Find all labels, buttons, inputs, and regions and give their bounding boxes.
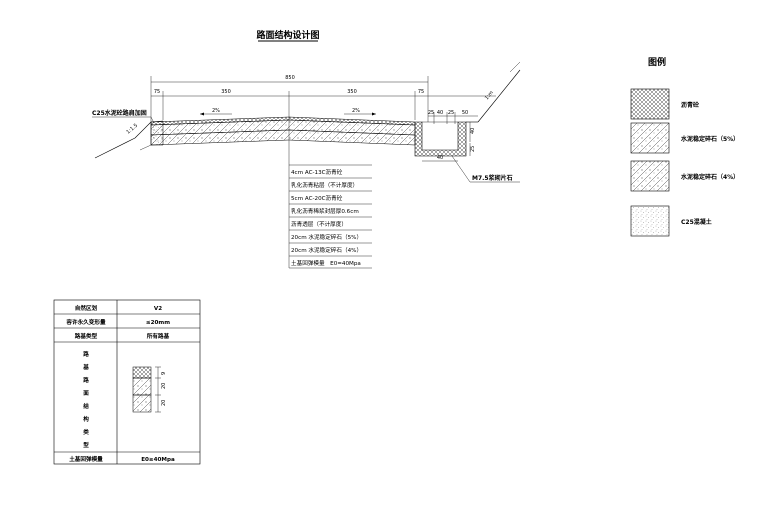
structure-dim: 9: [161, 372, 167, 375]
layer-label: 沥青透层（不计厚度）: [291, 220, 347, 228]
ditch-callout: M7.5浆砌片石: [472, 174, 513, 182]
right-side-slope: 1:m: [484, 90, 495, 101]
table-row-value: V2: [154, 306, 162, 312]
table-row-label: 路基类型: [75, 332, 98, 340]
left-slope: C25水泥砼路肩加固 1:1.5: [92, 109, 155, 159]
dim-left-lane: 350: [221, 89, 231, 95]
legend-label: 水泥稳定碎石（5%）: [681, 135, 739, 143]
legend-swatch-c25-concrete: [630, 205, 670, 237]
dim-ditch-bottom: 40: [437, 155, 443, 161]
dim-right-edge: 75: [418, 89, 424, 95]
structure-type-label: 路基路面结构类型: [82, 350, 89, 449]
structure-layer-cement-5: [132, 377, 152, 396]
layer-label: 20cm 水泥稳定碎石（4%）: [291, 246, 362, 254]
layer-label: 20cm 水泥稳定碎石（5%）: [291, 233, 362, 241]
table-footer-label: 土基回弹模量: [69, 455, 103, 463]
legend-title: 图例: [648, 56, 666, 68]
layer-label: 5cm AC-20C沥青砼: [291, 194, 343, 202]
legend-swatch-cement-4: [630, 160, 670, 192]
left-crossfall: 2%: [212, 108, 220, 114]
legend-swatch-cement-5: [630, 122, 670, 154]
legend: 图例 沥青砼 水泥稳定碎石（5%） 水泥稳定碎石（4%） C25混凝土: [630, 56, 739, 237]
legend-swatch-asphalt: [630, 88, 670, 120]
dim-total: 850: [285, 75, 295, 81]
table-row-value: 所有路基: [147, 332, 170, 340]
structure-layer-cement-4: [132, 394, 152, 413]
table-footer-value: E0≥40Mpa: [141, 457, 175, 463]
table-row-value: ≤20mm: [146, 320, 170, 326]
legend-label: C25混凝土: [681, 218, 712, 226]
dim-ditch-d: 50: [462, 110, 468, 116]
dim-ditch-height: 40: [470, 128, 476, 134]
left-callout: C25水泥砼路肩加固: [92, 109, 147, 117]
layer-label: 土基回弹模量 E0=40Mpa: [291, 259, 361, 267]
dim-ditch-b: 40: [437, 110, 443, 116]
top-dimensions: 850 75 350 350 75 25 40 25 50: [150, 75, 496, 124]
side-ditch: 1:m 40 25 40 M7.5浆砌片石: [414, 61, 521, 183]
crossfall-markers: 2% 2%: [200, 108, 376, 116]
layer-labels: 4cm AC-13C沥青砼 乳化沥青粘层（不计厚度） 5cm AC-20C沥青砼…: [288, 160, 372, 269]
structure-dim: 20: [161, 400, 167, 406]
layer-label: 乳化沥青粘层（不计厚度）: [291, 181, 358, 189]
dim-ditch-c: 25: [448, 110, 454, 116]
drawing-title: 路面结构设计图: [256, 29, 319, 41]
left-side-slope: 1:1.5: [125, 123, 139, 136]
right-crossfall: 2%: [352, 108, 360, 114]
layer-label: 4cm AC-13C沥青砼: [291, 168, 343, 176]
structure-type-text: 路基路面结构类型: [82, 350, 89, 449]
legend-label: 水泥稳定碎石（4%）: [681, 173, 739, 181]
dim-ditch-wall: 25: [470, 146, 476, 152]
design-table: 自然区划 V2 容许永久变形量 ≤20mm 路基类型 所有路基 路基路面结构类型…: [53, 299, 201, 465]
legend-label: 沥青砼: [681, 101, 699, 109]
table-row-label: 自然区划: [75, 304, 98, 312]
dim-right-lane: 350: [347, 89, 357, 95]
structure-layer-asphalt: [132, 366, 152, 379]
table-row-label: 容许永久变形量: [66, 318, 106, 326]
dim-ditch-a: 25: [428, 110, 434, 116]
pavement-section: [150, 116, 416, 160]
structure-dim: 20: [161, 383, 167, 389]
dim-left-edge: 75: [154, 89, 160, 95]
layer-label: 乳化沥青稀浆封层厚0.6cm: [291, 207, 359, 215]
